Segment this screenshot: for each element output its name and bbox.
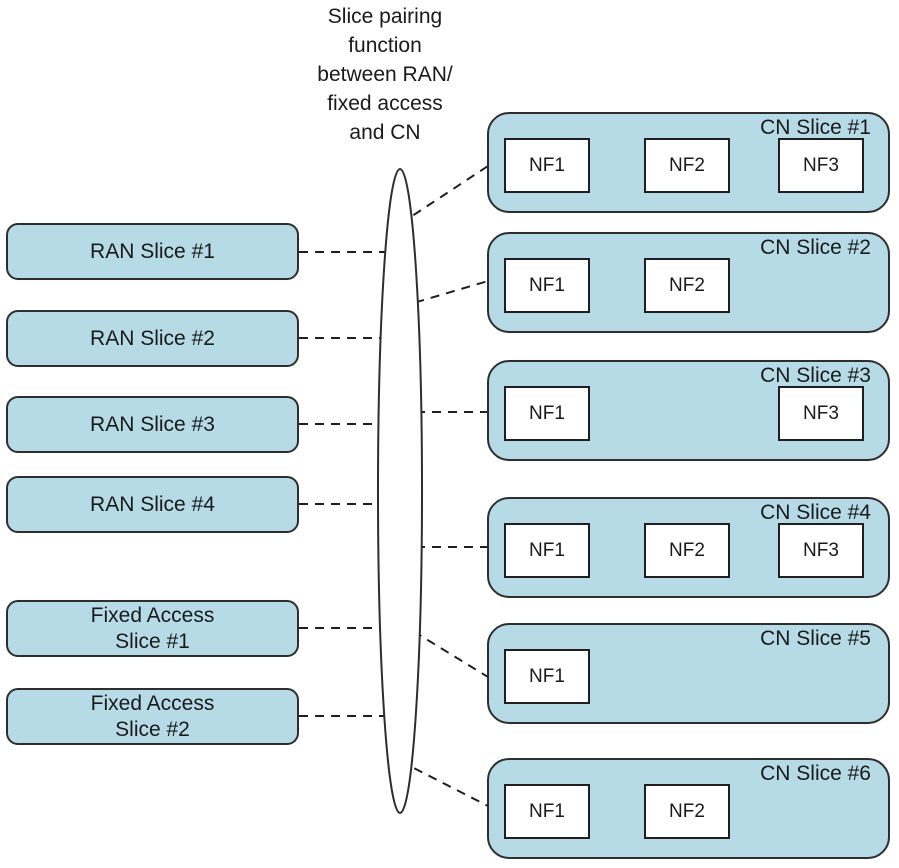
access-slice-ran-4: RAN Slice #4 (6, 476, 299, 533)
cn-slice-label: CN Slice #3 (760, 364, 871, 387)
nf-box: NF1 (504, 138, 590, 193)
connector-pairing-to-cn6 (399, 760, 489, 807)
access-slice-label: Fixed Access (90, 691, 215, 715)
nf-box: NF2 (644, 784, 730, 839)
access-slice-label: Slice #1 (115, 629, 190, 653)
nf-box: NF1 (504, 523, 590, 578)
cn-slice-6: CN Slice #6 NF1 NF2 (487, 758, 890, 859)
pairing-title-line: Slice pairing (327, 5, 443, 28)
pairing-title-line: between RAN/ (317, 63, 453, 86)
nf-box: NF1 (504, 784, 590, 839)
pairing-title-line: function (348, 34, 422, 57)
cn-slice-label: CN Slice #6 (760, 762, 871, 785)
cn-slice-5: CN Slice #5 NF1 (487, 623, 890, 724)
nf-box: NF1 (504, 386, 590, 441)
nf-box: NF3 (778, 523, 864, 578)
nf-box: NF3 (778, 386, 864, 441)
cn-slice-label: CN Slice #2 (760, 236, 871, 259)
nf-box: NF2 (644, 258, 730, 313)
nf-box: NF1 (504, 649, 590, 704)
access-slice-ran-3: RAN Slice #3 (6, 396, 299, 453)
connector-pairing-to-cn1 (399, 165, 489, 225)
nf-box: NF1 (504, 258, 590, 313)
access-slice-label: RAN Slice #4 (90, 492, 215, 516)
access-slice-label: RAN Slice #2 (90, 326, 215, 350)
access-slice-ran-2: RAN Slice #2 (6, 310, 299, 367)
pairing-function-title: Slice pairing function between RAN/ fixe… (285, 2, 485, 147)
cn-slice-label: CN Slice #4 (760, 501, 871, 524)
cn-slice-4: CN Slice #4 NF1 NF2 NF3 (487, 497, 890, 598)
access-slice-label: RAN Slice #1 (90, 239, 215, 263)
access-slice-ran-1: RAN Slice #1 (6, 223, 299, 280)
access-slice-fixed-1: Fixed Access Slice #1 (6, 600, 299, 657)
nf-box: NF3 (778, 138, 864, 193)
cn-slice-2: CN Slice #2 NF1 NF2 (487, 232, 890, 333)
cn-slice-label: CN Slice #1 (760, 116, 871, 139)
access-slice-fixed-2: Fixed Access Slice #2 (6, 688, 299, 745)
access-slice-label: Fixed Access (90, 603, 215, 627)
access-slice-label: RAN Slice #3 (90, 412, 215, 436)
nf-box: NF2 (644, 523, 730, 578)
cn-slice-label: CN Slice #5 (760, 627, 871, 650)
cn-slice-3: CN Slice #3 NF1 NF3 (487, 360, 890, 461)
pairing-title-line: and CN (349, 121, 421, 144)
cn-slice-1: CN Slice #1 NF1 NF2 NF3 (487, 112, 890, 213)
nf-box: NF2 (644, 138, 730, 193)
access-slice-label: Slice #2 (115, 717, 190, 741)
pairing-title-line: fixed access (327, 92, 443, 115)
slice-pairing-function-ellipse (377, 168, 423, 814)
